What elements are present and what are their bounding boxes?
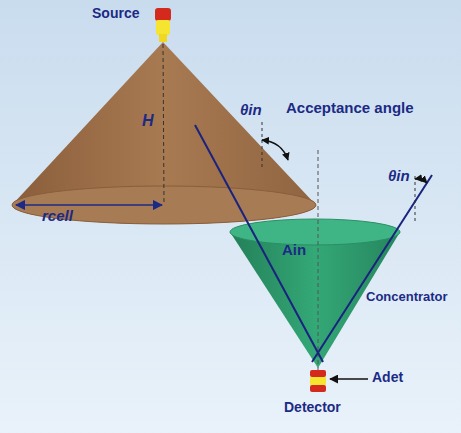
radius-dimension: [16, 204, 162, 206]
detector-symbol: [310, 370, 326, 392]
angle-arc: [262, 140, 288, 160]
angle-symbol: θin: [240, 102, 262, 119]
angle-reference: [262, 122, 263, 168]
source-cone: [12, 42, 316, 224]
leader-arrow: [330, 378, 368, 380]
height-line: [163, 44, 164, 203]
dimension-label: H: [142, 112, 154, 130]
acceptance-ray: [312, 175, 432, 362]
area-label: Ain: [282, 242, 306, 259]
angle-label: Acceptance angle: [286, 100, 414, 117]
acceptance-ray: [195, 125, 323, 362]
angle-reference: [415, 176, 416, 222]
part-label: Concentrator: [366, 290, 448, 304]
angle-symbol: θin: [388, 168, 410, 185]
dimension-label: rcell: [42, 208, 73, 225]
area-label: Adet: [372, 370, 403, 385]
part-label: Source: [92, 6, 139, 21]
angle-arc: [415, 179, 427, 183]
part-label: Detector: [284, 400, 341, 415]
source-symbol: [155, 8, 171, 42]
optical-axis: [318, 150, 319, 372]
